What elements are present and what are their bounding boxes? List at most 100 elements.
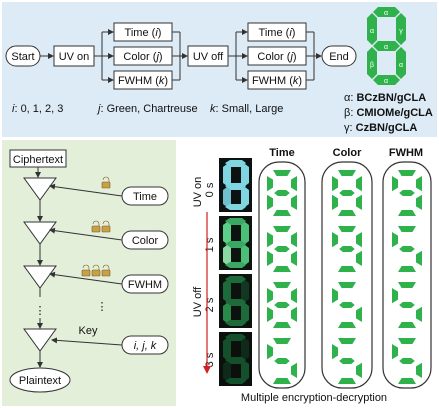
segment-a: [338, 226, 356, 232]
param-j: j: Green, Chartreuse: [96, 103, 198, 115]
digit-fwhm-1: [392, 226, 422, 272]
svg-text:α: α: [370, 28, 374, 35]
segment-e: [332, 194, 338, 210]
decryption-flow-panel: Ciphertext ⋮ Plaintext Time Color FWHM ⋮…: [2, 140, 176, 406]
svg-text:β: CMIOMe/gCLA: β: CMIOMe/gCLA: [344, 107, 433, 119]
stage1-color-box: Color (j): [113, 46, 173, 66]
segment-g: [274, 358, 290, 364]
svg-text:α: α: [384, 78, 388, 85]
encryption-flow-panel: Start UV on Time (i) Color (j) FWHM (k) …: [2, 2, 437, 137]
segment-d: [398, 322, 416, 328]
key-label: Key: [79, 325, 98, 337]
photo-tile-1s: [219, 216, 252, 270]
start-label: Start: [11, 51, 34, 63]
param-i: i: 0, 1, 2, 3: [12, 103, 63, 115]
segment-a: [338, 282, 356, 288]
segment-c: [291, 306, 297, 322]
svg-text:Time (i): Time (i): [259, 27, 296, 39]
segment-g: [339, 190, 355, 196]
svg-text:FWHM (k): FWHM (k): [118, 75, 168, 87]
time-label-3s: 3 s: [204, 352, 216, 367]
column-header-time: Time: [269, 147, 294, 159]
svg-text:α: α: [384, 44, 388, 51]
segment-c: [356, 306, 362, 322]
svg-text:Color (j): Color (j): [257, 51, 296, 63]
segment-f: [332, 288, 338, 304]
segment-d: [273, 266, 291, 272]
segment-a: [338, 338, 356, 344]
digit-fwhm-3: [392, 338, 422, 384]
svg-text:α: α: [384, 10, 388, 17]
stage1-time-box: Time (i): [113, 22, 173, 42]
uv-timeline-arrowhead: [203, 366, 211, 374]
photo-tile-3s: [219, 332, 252, 386]
digit-time-0: [267, 170, 297, 216]
segment-g: [274, 302, 290, 308]
segment-g: [339, 358, 355, 364]
uv-on-side-label: UV on: [192, 177, 204, 208]
svg-text:γ: γ: [399, 28, 403, 35]
svg-text:γ: CzBN/gCLA: γ: CzBN/gCLA: [344, 122, 417, 134]
stage2-color-box: Color (j): [247, 46, 307, 66]
svg-text:FWHM (k): FWHM (k): [252, 75, 302, 87]
segment-a: [273, 282, 291, 288]
segment-a: [273, 226, 291, 232]
padlock-icons-1: [101, 176, 111, 189]
segment-a: [338, 170, 356, 176]
color-column-frame: [321, 161, 373, 389]
segment-c: [356, 362, 362, 378]
stage1-fwhm-box: FWHM (k): [113, 70, 173, 90]
segment-g: [399, 302, 415, 308]
segment-g: [399, 246, 415, 252]
segment-d: [338, 210, 356, 216]
fwhm-column-frame: [382, 161, 432, 389]
segment-d: [273, 210, 291, 216]
decrypt-funnel-2: [23, 221, 57, 245]
segment-f: [392, 232, 398, 248]
segment-c: [291, 362, 297, 378]
end-node: [321, 45, 357, 67]
segment-d: [273, 378, 291, 384]
digit-color-0: [332, 170, 362, 216]
time-label-2s: 2 s: [204, 297, 216, 312]
material-legend: α: BCzBN/gCLA β: CMIOMe/gCLA γ: CzBN/gCL…: [344, 92, 433, 134]
decrypt-funnel-3: [23, 265, 57, 289]
segment-e: [267, 250, 273, 266]
segment-b: [416, 176, 422, 192]
encryption-result-figure: Time Color FWHM UV on 0 s 1 s UV off 2 s…: [192, 147, 432, 404]
segment-f: [332, 176, 338, 192]
padlock-icons-3: [81, 264, 111, 277]
segment-f: [267, 288, 273, 304]
segment-f: [392, 288, 398, 304]
plaintext-label: Plaintext: [19, 375, 61, 387]
segment-c: [356, 194, 362, 210]
svg-text:Time (i): Time (i): [125, 27, 162, 39]
encryption-result-panel: Time Color FWHM UV on 0 s 1 s UV off 2 s…: [179, 140, 437, 406]
segment-a: [398, 282, 416, 288]
segment-g: [339, 302, 355, 308]
stage2-time-box: Time (i): [247, 22, 307, 42]
segment-b: [291, 232, 297, 248]
time-label-0s: 0 s: [204, 182, 216, 197]
segment-d: [398, 378, 416, 384]
segment-f: [267, 344, 273, 360]
segment-b: [356, 232, 362, 248]
svg-text:α: α: [399, 62, 403, 69]
segment-c: [416, 362, 422, 378]
segment-a: [398, 338, 416, 344]
digit-color-2: [332, 282, 362, 328]
segment-a: [398, 226, 416, 232]
decrypt-funnel-4: [23, 328, 57, 352]
end-label: End: [329, 51, 349, 63]
segment-d: [398, 210, 416, 216]
segment-a: [273, 338, 291, 344]
digit-time-2: [267, 282, 297, 328]
segment-c: [416, 250, 422, 266]
segment-f: [332, 344, 338, 360]
plaintext-node: [9, 367, 71, 393]
figure-caption: Multiple encryption-decryption: [241, 392, 387, 404]
ijk-key-label: i, j, k: [134, 340, 157, 352]
segment-f: [267, 176, 273, 192]
segment-c: [291, 194, 297, 210]
segment-c: [291, 250, 297, 266]
